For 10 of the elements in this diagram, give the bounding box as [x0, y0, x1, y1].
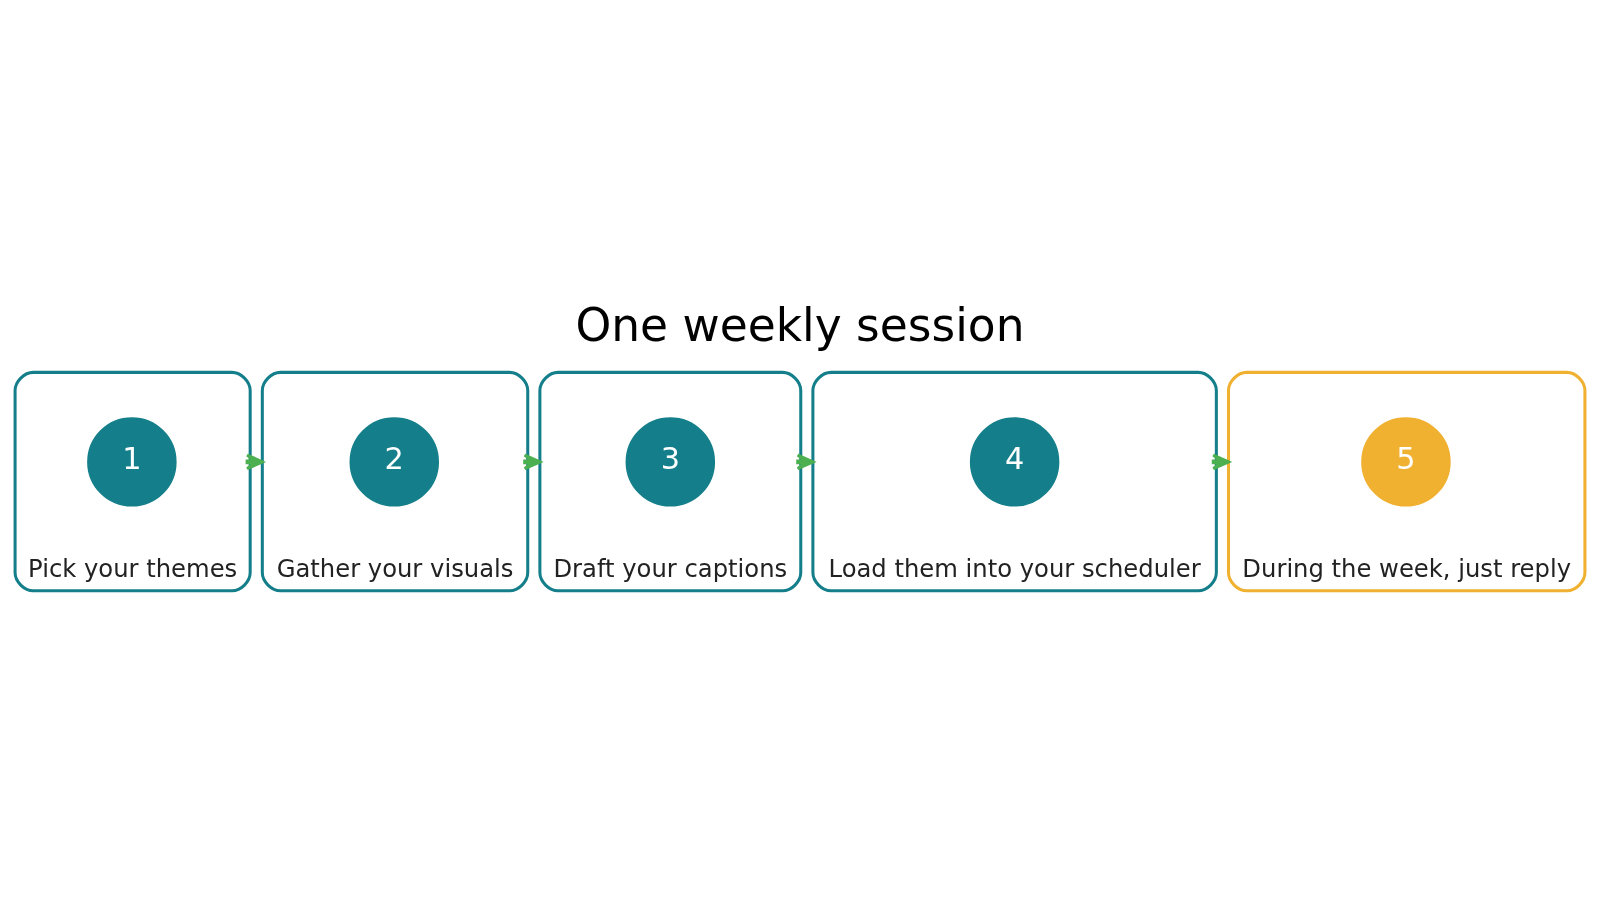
node-circle: 3 — [625, 416, 716, 507]
arrow — [796, 453, 815, 470]
node-circle: 5 — [1361, 416, 1451, 507]
arrow — [1211, 453, 1230, 470]
node-circle: 2 — [349, 416, 439, 507]
arrow — [523, 453, 542, 470]
diagram-title: One weekly session — [575, 298, 1025, 352]
arrow — [245, 453, 264, 470]
node-circle: 1 — [87, 416, 177, 507]
node-circle: 4 — [969, 416, 1060, 507]
